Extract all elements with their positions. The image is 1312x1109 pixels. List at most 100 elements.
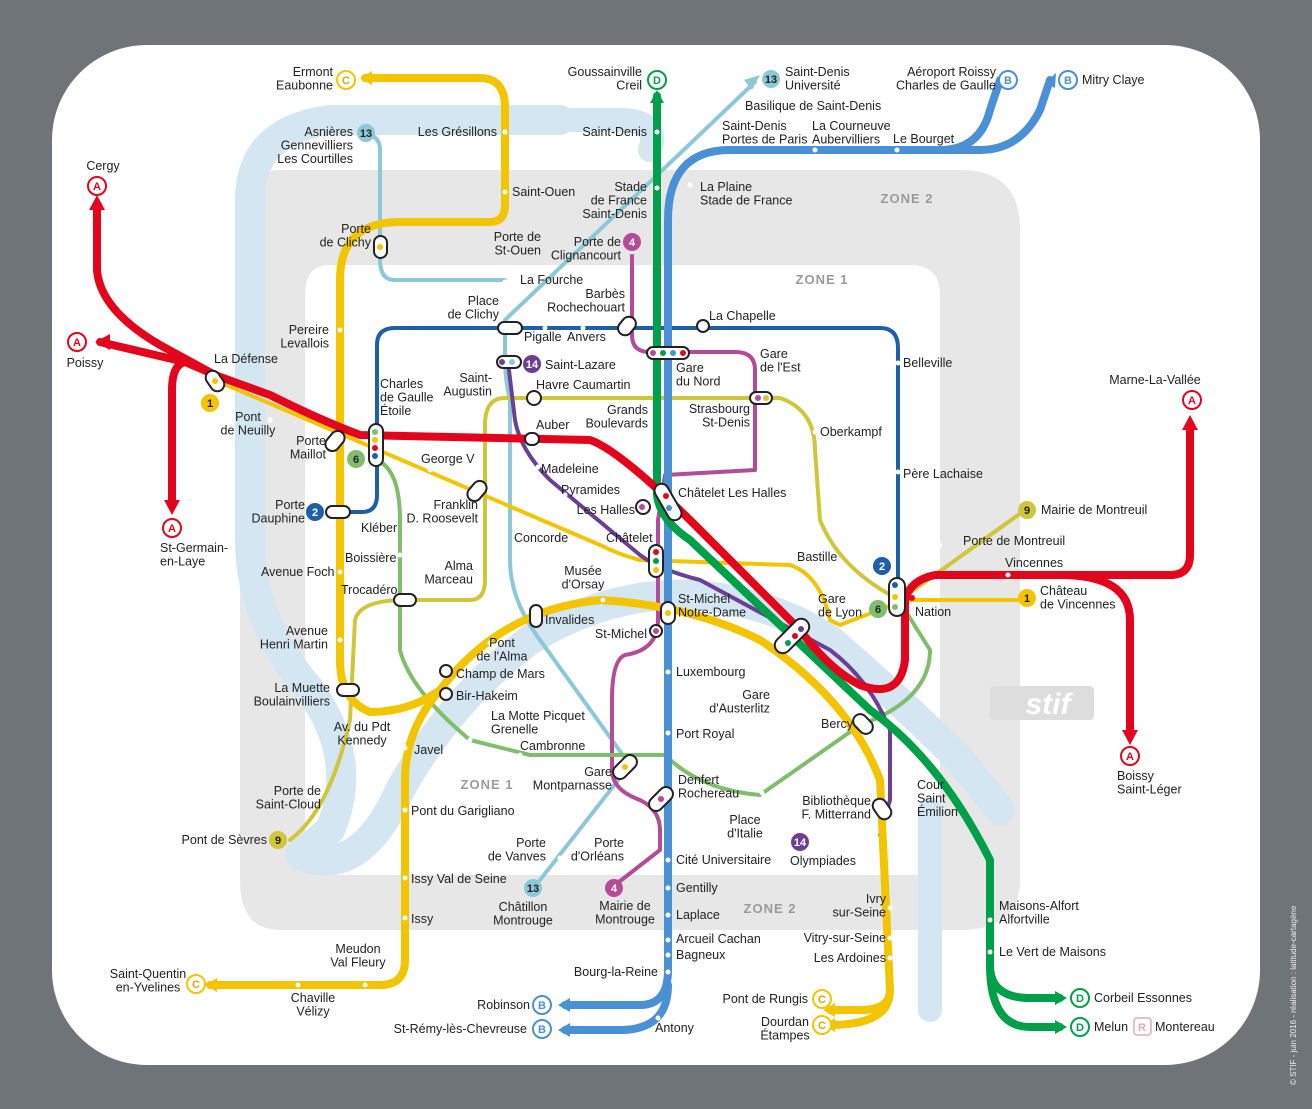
station-label-vitry: Vitry-sur-Seine bbox=[804, 931, 886, 945]
badge-metro-9-montreuil: 9 bbox=[1018, 501, 1036, 519]
rer-a-boissy-branch bbox=[1056, 571, 1134, 739]
rer-b-line bbox=[561, 76, 1054, 1034]
metro-line-9 bbox=[288, 396, 1027, 842]
badge-rer-b-stremy: B bbox=[532, 1019, 552, 1039]
badge-rer-c-rungis: C bbox=[812, 989, 832, 1009]
station-label-issy: Issy bbox=[411, 912, 434, 926]
station-label-fourche: La Fourche bbox=[520, 273, 583, 287]
station-label-trocadero: Trocadéro bbox=[341, 583, 398, 597]
svg-text:R: R bbox=[1138, 1022, 1146, 1034]
station-label-nation: Nation bbox=[915, 605, 951, 619]
zone-1-label-top: ZONE 1 bbox=[796, 272, 849, 287]
line-badges: C D 13 B B 13 A 4 A 14 A 1 6 2 9 A 2 1 6… bbox=[67, 70, 1202, 1039]
badge-metro-6-nation: 6 bbox=[869, 600, 887, 618]
svg-text:D: D bbox=[653, 75, 661, 87]
svg-text:2: 2 bbox=[879, 561, 885, 573]
station-label-robinson: Robinson bbox=[477, 998, 530, 1012]
badge-metro-14-stlazare: 14 bbox=[523, 355, 541, 373]
svg-text:C: C bbox=[818, 994, 826, 1006]
credit-text: © STIF - juin 2016 - réalisation : latit… bbox=[1289, 905, 1298, 1085]
svg-text:6: 6 bbox=[353, 454, 359, 466]
station-label-pigalle: Pigalle bbox=[524, 330, 562, 344]
svg-text:A: A bbox=[168, 523, 176, 535]
station-label-kleber: Kléber bbox=[361, 521, 397, 535]
badge-metro-4-clignancourt: 4 bbox=[623, 233, 641, 251]
station-label-antony: Antony bbox=[655, 1021, 695, 1035]
svg-text:1: 1 bbox=[1024, 593, 1030, 605]
zone-2-label-top: ZONE 2 bbox=[881, 191, 934, 206]
svg-text:13: 13 bbox=[527, 883, 539, 895]
stif-logo: stif bbox=[990, 686, 1094, 721]
station-label-issy-val: Issy Val de Seine bbox=[411, 872, 507, 886]
station-label-pont-garigliano: Pont du Garigliano bbox=[411, 804, 515, 818]
badge-rer-a-cergy: A bbox=[87, 176, 107, 196]
station-label-porte-montreuil: Porte de Montreuil bbox=[963, 534, 1065, 548]
station-label-defense: La Défense bbox=[214, 352, 278, 366]
svg-text:4: 4 bbox=[629, 237, 636, 249]
svg-text:2: 2 bbox=[312, 507, 318, 519]
metro-line-14 bbox=[506, 360, 892, 837]
station-label-arcueil: Arcueil Cachan bbox=[676, 932, 761, 946]
badge-rer-c-ermont: C bbox=[336, 70, 356, 90]
badge-rer-a-marne: A bbox=[1182, 390, 1202, 410]
stif-logo-text: stif bbox=[1026, 688, 1074, 721]
station-label-george-v: George V bbox=[421, 452, 475, 466]
station-label-bourg-la-reine: Bourg-la-Reine bbox=[574, 965, 658, 979]
station-label-corbeil: Corbeil Essonnes bbox=[1094, 991, 1192, 1005]
station-label-concorde: Concorde bbox=[514, 531, 568, 545]
station-label-pont-sevres: Pont de Sèvres bbox=[182, 833, 267, 847]
station-label-st-michel: St-Michel bbox=[595, 627, 647, 641]
station-label-chapelle: La Chapelle bbox=[709, 309, 776, 323]
badge-rer-c-dourdan: C bbox=[812, 1015, 832, 1035]
badge-metro-13-chatillon: 13 bbox=[524, 879, 542, 897]
station-label-saint-ouen: Saint-Ouen bbox=[512, 185, 575, 199]
badge-rer-b-aeroport: B bbox=[998, 70, 1018, 90]
station-label-marne: Marne-La-Vallée bbox=[1109, 373, 1201, 387]
station-label-invalides: Invalides bbox=[545, 613, 594, 627]
svg-text:B: B bbox=[1004, 75, 1012, 87]
svg-text:13: 13 bbox=[765, 74, 777, 86]
station-label-montereau: Montereau bbox=[1155, 1020, 1215, 1034]
svg-text:B: B bbox=[1064, 75, 1072, 87]
station-label-cite-univ: Cité Universitaire bbox=[676, 853, 771, 867]
station-label-havre: Havre Caumartin bbox=[536, 378, 631, 392]
station-label-st-germain: St-Germain-en-Laye bbox=[160, 541, 228, 569]
svg-text:B: B bbox=[538, 1024, 546, 1036]
svg-text:A: A bbox=[73, 337, 81, 349]
badge-rer-d-goussainville: D bbox=[647, 70, 667, 90]
station-label-mitry: Mitry Claye bbox=[1082, 73, 1145, 87]
rer-d-line bbox=[653, 92, 1064, 1031]
station-label-bir-hakeim: Bir-Hakeim bbox=[456, 689, 518, 703]
station-label-oberkampf: Oberkampf bbox=[820, 425, 882, 439]
svg-text:1: 1 bbox=[207, 398, 213, 410]
station-label-bercy: Bercy bbox=[821, 717, 854, 731]
